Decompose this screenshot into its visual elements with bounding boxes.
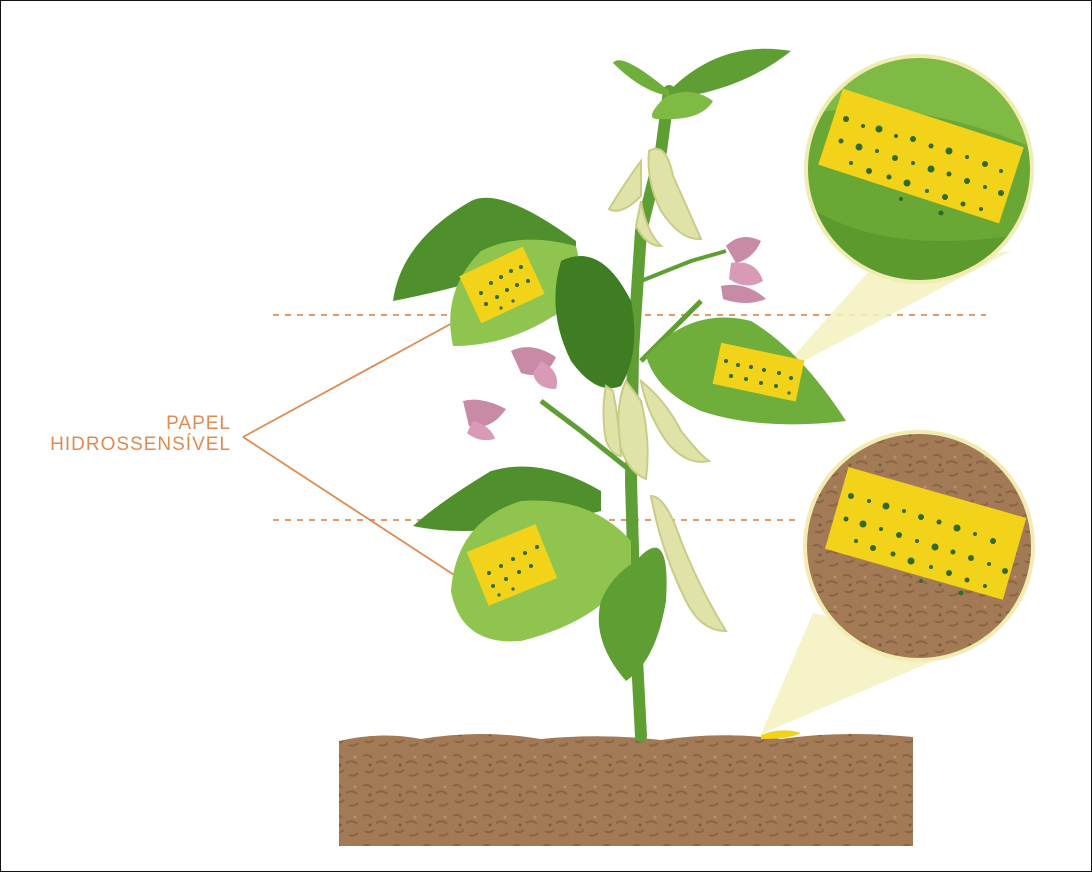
label-line-1: PAPEL	[21, 413, 231, 434]
paper-callout-label: PAPEL HIDROSSENSÍVEL	[21, 413, 231, 455]
center-leaf	[555, 256, 634, 388]
callout-lines	[243, 321, 471, 586]
top-leaves	[613, 49, 791, 119]
label-line-2: HIDROSSENSÍVEL	[21, 434, 231, 455]
zoom-circle-top	[801, 51, 1041, 291]
soil-block	[339, 734, 913, 846]
